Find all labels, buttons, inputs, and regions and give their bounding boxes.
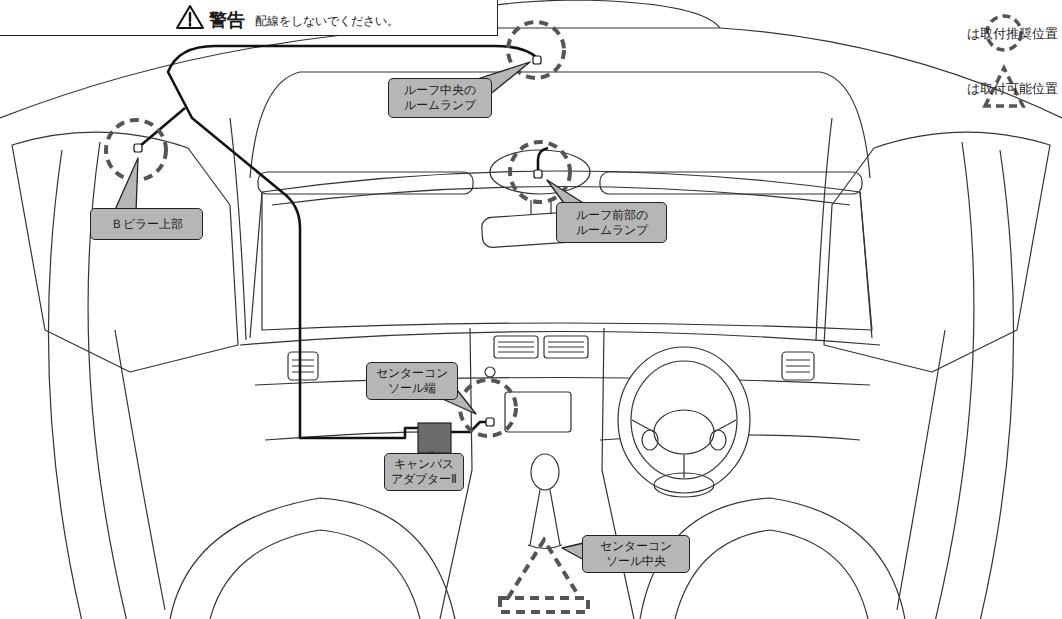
car-interior [210, 530, 420, 619]
car-interior [631, 361, 737, 479]
callout-box: センターコン ソール端 [366, 362, 458, 400]
callout-box: キャンバス アダプターⅡ [384, 453, 464, 491]
possible-position-triangle [500, 540, 588, 612]
car-interior [0, 28, 1062, 118]
cable-wire [140, 108, 185, 146]
car-interior [498, 342, 584, 352]
car-interior [170, 498, 455, 619]
car-interior [860, 192, 872, 338]
warning-heading: 警告 [209, 10, 245, 30]
car-interior [710, 430, 726, 450]
car-interior [632, 420, 736, 478]
callout-label: キャンバス アダプターⅡ [389, 457, 459, 487]
car-interior [531, 454, 559, 490]
recommended-position-circle [106, 22, 570, 436]
car-interior [786, 360, 810, 372]
callout-box: センターコン ソール中央 [582, 535, 690, 573]
lamp-connector [134, 144, 142, 152]
car-interior [675, 530, 868, 619]
possible-position-triangle [500, 598, 588, 612]
car-interior [618, 347, 750, 493]
warning-icon [175, 4, 205, 30]
car-interior [292, 360, 314, 372]
legend-label: は取付可能位置 [967, 80, 1058, 98]
lamp-connector [134, 56, 542, 426]
car-interior [782, 352, 814, 380]
car-interior [962, 150, 1014, 619]
car-interior [824, 132, 1050, 372]
lamp-connector [533, 56, 541, 64]
lamp-connector [486, 418, 494, 426]
callout-box: Ｂピラー上部 [90, 208, 203, 240]
car-interior [262, 171, 872, 330]
car-interior [490, 150, 590, 194]
car-interior [240, 332, 880, 346]
warning-box: 警告配線をしないでください。 [0, 0, 498, 36]
cable-wire [538, 148, 548, 172]
warning-triangle [177, 6, 203, 28]
callout-tail [114, 158, 138, 212]
car-interior [288, 352, 318, 380]
car-interior [600, 172, 862, 194]
warning-text: 配線をしないでください。 [255, 14, 399, 30]
lamp-connector [534, 170, 542, 178]
car-interior [255, 378, 870, 386]
car-interior [115, 330, 945, 610]
car-interior [917, 142, 974, 619]
callout-label: センターコン ソール中央 [587, 539, 685, 569]
car-interior [250, 192, 262, 338]
callout-box: ルーフ前部の ルームランプ [556, 202, 667, 243]
callout-tail [114, 62, 588, 562]
car-interior [470, 328, 604, 470]
car-interior [642, 430, 658, 450]
cable-wire [140, 46, 548, 438]
callout-label: Ｂピラー上部 [111, 217, 183, 232]
cable-wire [168, 46, 537, 438]
car-interior [654, 410, 714, 454]
car-interior [258, 172, 473, 194]
car-interior [12, 132, 238, 372]
adapter-box [418, 423, 451, 453]
legend-label: は取付推奨位置 [967, 25, 1058, 43]
car-interior [654, 473, 714, 497]
car-interior [485, 367, 495, 377]
callout-label: センターコン ソール端 [371, 366, 453, 396]
car-interior [816, 118, 832, 340]
callout-label: ルーフ前部の ルームランプ [561, 208, 662, 238]
car-interior [250, 72, 870, 178]
callout-label: ルーフ中央の ルームランプ [393, 83, 487, 113]
callout-box: ルーフ中央の ルームランプ [388, 78, 492, 118]
warning-mark [189, 13, 191, 26]
